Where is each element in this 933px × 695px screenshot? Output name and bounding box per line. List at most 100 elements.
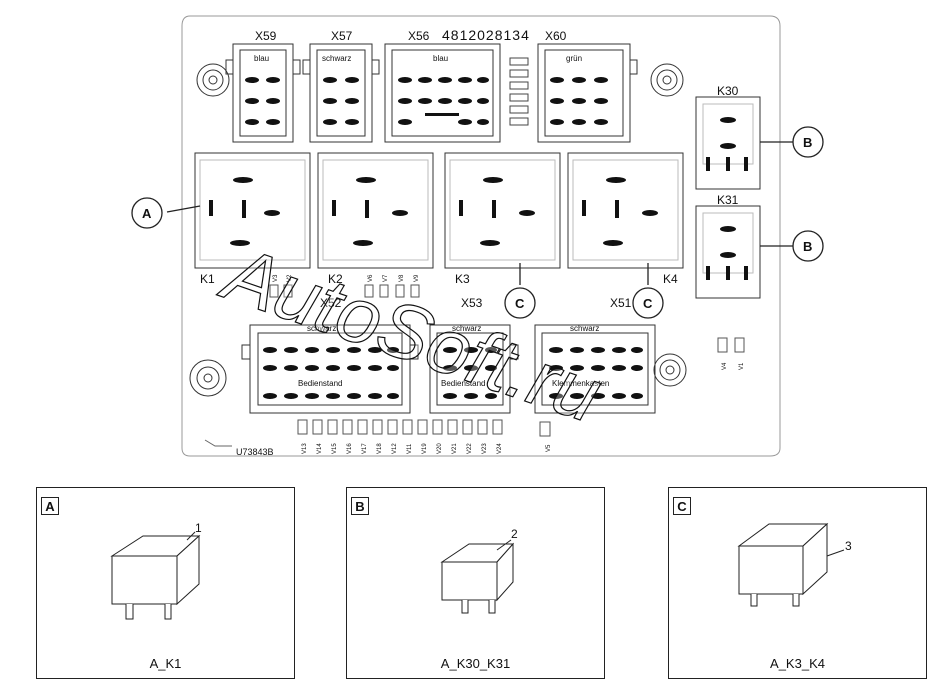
diode-label-v24: V24 bbox=[497, 443, 503, 454]
callout-c-circle-k3 bbox=[504, 287, 536, 319]
label-v5: V5 bbox=[546, 444, 552, 452]
panel-b-caption: A_K30_K31 bbox=[440, 656, 511, 671]
relay-k3-outline bbox=[444, 152, 561, 269]
relay-k2-outline bbox=[317, 152, 434, 269]
label-x53: X53 bbox=[461, 296, 483, 310]
label-k3: K3 bbox=[455, 272, 470, 286]
relay-b-illustration: 2 bbox=[440, 527, 518, 614]
diode-label-v13: V13 bbox=[302, 443, 308, 454]
callout-c-label-k4: C bbox=[643, 296, 653, 311]
color-x52: schwarz bbox=[307, 324, 336, 333]
board-outline bbox=[181, 15, 781, 457]
detail-panel-b: B 2 A_K30_K31 bbox=[346, 487, 605, 679]
label-x56: X56 bbox=[408, 29, 430, 43]
relay-a-illustration: 1 bbox=[110, 521, 202, 620]
drawing-id: U73843B bbox=[236, 447, 274, 457]
circuit-board-drawing: 4812028134 X59 X57 X56 X60 blau schwarz … bbox=[131, 15, 824, 457]
mounting-hole bbox=[653, 353, 687, 387]
diode-label-v19: V19 bbox=[422, 443, 428, 454]
diode-label-v7: V7 bbox=[383, 274, 389, 282]
part-number-1: 1 bbox=[195, 521, 202, 535]
relay-k31-outline bbox=[695, 205, 761, 299]
diode-label-v22: V22 bbox=[467, 443, 473, 454]
part-number-2: 2 bbox=[511, 527, 518, 541]
diode-strip bbox=[509, 57, 529, 126]
label-bedienstand-x52: Bedienstand bbox=[298, 379, 342, 388]
connector-x53-body bbox=[429, 324, 519, 414]
relay-k30-outline bbox=[695, 96, 761, 190]
color-x60: grün bbox=[566, 54, 582, 63]
mounting-hole bbox=[650, 63, 684, 97]
callout-c-circle-k4 bbox=[632, 287, 664, 319]
board-part-number: 4812028134 bbox=[442, 27, 530, 43]
label-k31: K31 bbox=[717, 193, 739, 207]
mounting-hole bbox=[196, 63, 230, 97]
connector-x57-body bbox=[302, 43, 380, 143]
relay-k4-outline bbox=[567, 152, 684, 269]
diode-label-v8: V8 bbox=[399, 274, 405, 282]
diode-label-v12: V12 bbox=[392, 443, 398, 454]
label-x59: X59 bbox=[255, 29, 277, 43]
diode-bottom-labels: V13 V14 V15 V16 V17 V18 V12 V11 V19 V20 V21 V22 V23 V… bbox=[302, 443, 503, 454]
connector-x59-body bbox=[225, 43, 301, 143]
callout-b-circle-k31 bbox=[792, 230, 824, 262]
label-bedienstand-x53: Bedienstand bbox=[441, 379, 485, 388]
detail-panel-c: C 3 A_K3_K4 bbox=[668, 487, 927, 679]
label-klemmenkasten-x51: Klemmenkasten bbox=[552, 379, 609, 388]
color-x59: blau bbox=[254, 54, 269, 63]
panel-a-caption: A_K1 bbox=[149, 656, 182, 671]
relay-c-illustration: 3 bbox=[737, 522, 852, 607]
label-x52: X52 bbox=[320, 296, 342, 310]
color-x51: schwarz bbox=[570, 324, 599, 333]
diode-right-labels: V4 V1 bbox=[722, 362, 745, 370]
connector-x51-body bbox=[534, 324, 656, 414]
connector-x56-body bbox=[384, 43, 501, 143]
label-x60: X60 bbox=[545, 29, 567, 43]
diode-label-v18: V18 bbox=[377, 443, 383, 454]
diode-label-v23: V23 bbox=[482, 443, 488, 454]
diode-label-v16: V16 bbox=[347, 443, 353, 454]
diode-mid-labels: V3 V2 V6 V7 V8 V9 bbox=[273, 274, 420, 282]
color-x53: schwarz bbox=[452, 324, 481, 333]
callout-c-label-k3: C bbox=[515, 296, 525, 311]
connector-pins bbox=[209, 77, 748, 399]
diode-label-v4: V4 bbox=[722, 362, 728, 370]
diode-label-v15: V15 bbox=[332, 443, 338, 454]
callout-b-label-k31: B bbox=[803, 239, 812, 254]
label-k30: K30 bbox=[717, 84, 739, 98]
diode-label-v17: V17 bbox=[362, 443, 368, 454]
diode-group-mid bbox=[269, 284, 420, 298]
diode-label-v1: V1 bbox=[739, 362, 745, 370]
diode-label-v9: V9 bbox=[414, 274, 420, 282]
callout-a-circle bbox=[131, 197, 163, 229]
callout-b-label-k30: B bbox=[803, 135, 812, 150]
label-x57: X57 bbox=[331, 29, 353, 43]
part-number-3: 3 bbox=[845, 539, 852, 553]
panel-c-caption: A_K3_K4 bbox=[770, 656, 825, 671]
mounting-hole bbox=[189, 359, 227, 397]
label-x51: X51 bbox=[610, 296, 632, 310]
diode-label-v20: V20 bbox=[437, 443, 443, 454]
diode-row-bottom bbox=[297, 419, 551, 437]
diode-label-v21: V21 bbox=[452, 443, 458, 454]
diode-label-v11: V11 bbox=[407, 443, 413, 454]
label-k1: K1 bbox=[200, 272, 215, 286]
callout-b-circle-k30 bbox=[792, 126, 824, 158]
panel-b-tag: B bbox=[351, 497, 369, 515]
panel-a-tag: A bbox=[41, 497, 59, 515]
diode-label-v6: V6 bbox=[368, 274, 374, 282]
diode-label-v2: V2 bbox=[287, 274, 293, 282]
diode-label-v14: V14 bbox=[317, 443, 323, 454]
relay-k1-outline bbox=[194, 152, 311, 269]
label-k4: K4 bbox=[663, 272, 678, 286]
diode-label-v3: V3 bbox=[273, 274, 279, 282]
callout-a-label: A bbox=[142, 206, 152, 221]
diode-group-right bbox=[717, 337, 745, 353]
color-x57: schwarz bbox=[322, 54, 351, 63]
color-x56: blau bbox=[433, 54, 448, 63]
label-k2: K2 bbox=[328, 272, 343, 286]
connector-x60-body bbox=[537, 43, 638, 143]
detail-panel-a: A 1 A_K1 bbox=[36, 487, 295, 679]
connector-x52-body bbox=[241, 324, 419, 414]
panel-c-tag: C bbox=[673, 497, 691, 515]
